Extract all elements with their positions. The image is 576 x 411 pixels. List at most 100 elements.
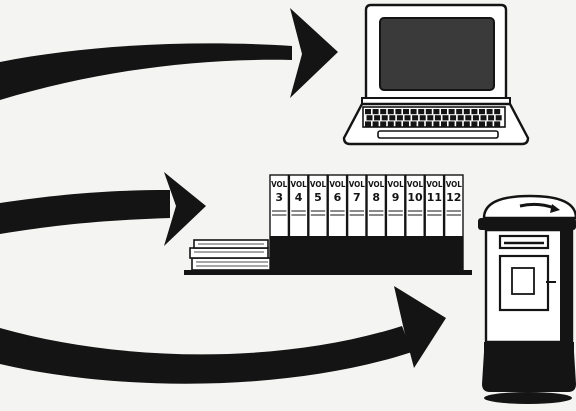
volume-number: 8 (372, 191, 380, 204)
keyboard-key (410, 121, 417, 127)
volume-prefix: VOL (368, 180, 385, 189)
book-volume: VOL 8 (366, 174, 387, 271)
keyboard-key (457, 115, 464, 121)
keyboard-key (442, 115, 449, 121)
book-shelf (184, 270, 472, 275)
keyboard-key (372, 109, 379, 115)
volume-number: 4 (295, 191, 303, 204)
volume-prefix: VOL (329, 180, 346, 189)
book-volume: VOL 6 (327, 174, 348, 271)
keyboard-key (441, 109, 447, 115)
book-volume: VOL 4 (288, 174, 309, 271)
keyboard-key (471, 109, 478, 115)
keyboard-key (465, 115, 472, 121)
book-volume: VOL 5 (308, 174, 328, 271)
postbox-rim (478, 218, 576, 230)
keyboard-key (463, 109, 470, 115)
book-volume: VOL 7 (346, 174, 367, 271)
keyboard-key (486, 109, 493, 115)
keyboard-key (396, 115, 403, 121)
keyboard-key (434, 115, 441, 121)
keyboard-key (456, 121, 463, 127)
keyboard-key (479, 121, 485, 127)
book-volume: VOL 11 (424, 174, 445, 271)
volume-prefix: VOL (426, 180, 443, 189)
volume-prefix: VOL (349, 180, 366, 189)
keyboard-key (372, 121, 379, 127)
arrow-to-postbox (0, 286, 446, 384)
keyboard-key (365, 109, 371, 115)
keyboard-key (403, 109, 409, 115)
keyboard-key (419, 115, 426, 121)
keyboard-key (412, 115, 419, 121)
keyboard-key (479, 109, 485, 115)
arrow-to-books (0, 172, 206, 246)
keyboard-key (366, 115, 373, 121)
keyboard-key (395, 121, 402, 127)
keyboard-key (472, 115, 479, 121)
book-volume: VOL 9 (385, 174, 406, 271)
keyboard-key (471, 121, 478, 127)
keyboard-key (380, 109, 387, 115)
keyboard-key (418, 121, 425, 127)
volume-number: 10 (407, 191, 423, 204)
keyboard-key (425, 109, 432, 115)
keyboard-key (448, 121, 455, 127)
keyboard-key (495, 115, 502, 121)
keyboard-key (450, 115, 457, 121)
keyboard-key (486, 121, 493, 127)
laptop-icon (342, 3, 530, 146)
keyboard-key (387, 109, 394, 115)
keyboard-key (494, 121, 501, 127)
volume-prefix: VOL (310, 180, 327, 189)
keyboard-key (441, 121, 447, 127)
arrow-to-laptop (0, 8, 338, 100)
keyboard-key (381, 115, 388, 121)
volume-prefix: VOL (446, 180, 463, 189)
laptop-trackpad (377, 130, 499, 139)
book-volume: VOL 12 (443, 174, 464, 271)
keyboard-key (380, 121, 387, 127)
volume-number: 12 (446, 191, 461, 204)
book-stack (189, 239, 273, 271)
keyboard-key (433, 121, 440, 127)
postbox-cap (482, 194, 576, 220)
postbox-base (482, 352, 576, 392)
keyboard-key (456, 109, 463, 115)
keyboard-key (418, 109, 425, 115)
keyboard-key (374, 115, 381, 121)
keyboard-key (427, 115, 434, 121)
keyboard-key (389, 115, 396, 121)
laptop-screen (379, 17, 495, 91)
keyboard-key (433, 109, 440, 115)
volume-number: 5 (314, 191, 322, 204)
book-volume: VOL 10 (405, 174, 425, 271)
keyboard-key (480, 115, 487, 121)
keyboard-key (404, 115, 411, 121)
keyboard-key (463, 121, 470, 127)
books-icon: VOL3VOL4VOL5VOL6VOL7VOL8VOL9VOL10VOL11VO… (184, 174, 472, 275)
volume-prefix: VOL (388, 180, 405, 189)
volume-prefix: VOL (271, 180, 288, 189)
volume-number: 6 (334, 191, 342, 204)
postbox-icon (478, 194, 576, 404)
volume-prefix: VOL (291, 180, 308, 189)
keyboard-key (425, 121, 432, 127)
keyboard-key (494, 109, 501, 115)
keyboard-key (488, 115, 495, 121)
keyboard-key (410, 109, 417, 115)
keyboard-key (403, 121, 409, 127)
keyboard-key (365, 121, 371, 127)
keyboard-key (448, 109, 455, 115)
volume-number: 9 (392, 191, 400, 204)
volume-number: 11 (427, 191, 442, 204)
volume-prefix: VOL (407, 180, 424, 189)
postbox-plate (511, 267, 535, 295)
keyboard-key (395, 109, 402, 115)
keyboard-key (387, 121, 394, 127)
book-volume: VOL 3 (269, 174, 290, 271)
volume-number: 3 (275, 191, 283, 204)
volume-number: 7 (353, 191, 361, 204)
